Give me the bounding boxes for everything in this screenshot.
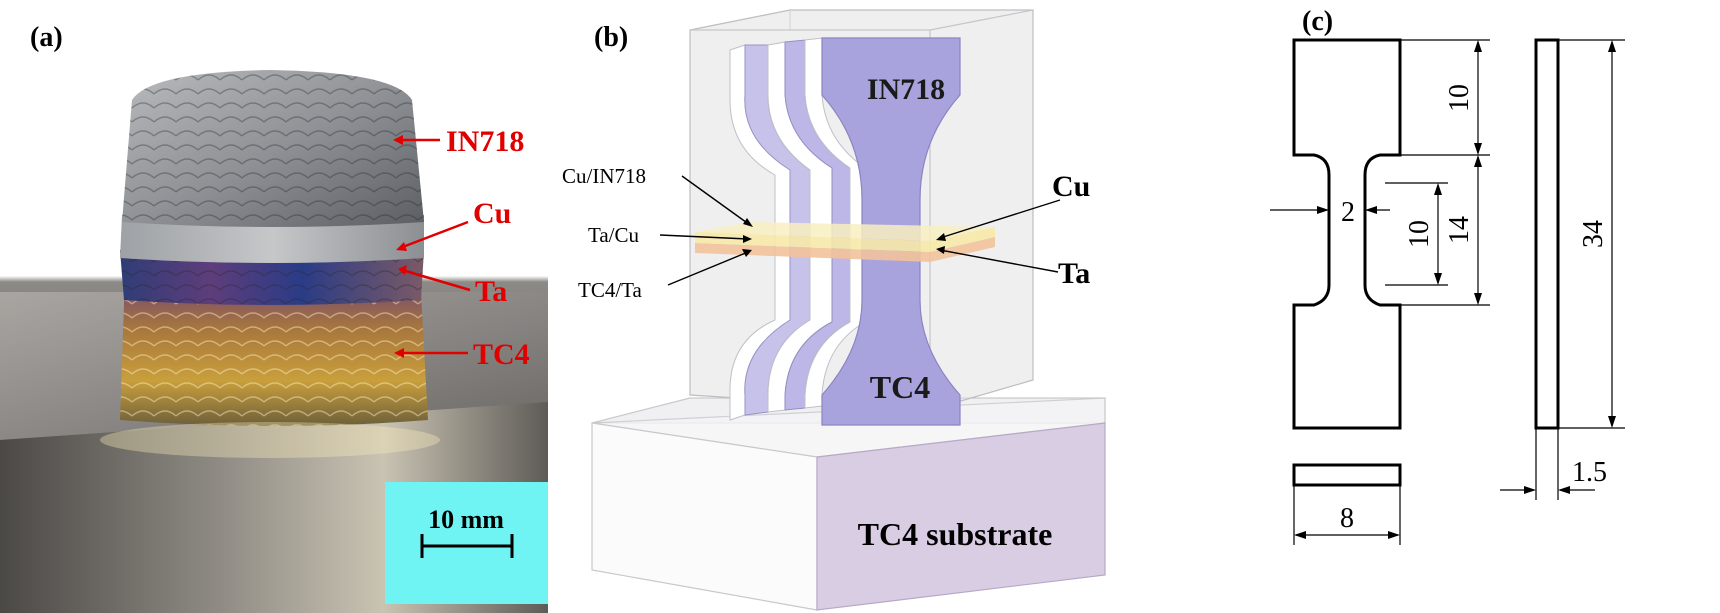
bottom-material-label: TC4 bbox=[870, 369, 930, 405]
panel-b-schematic: (b) TC4 substrate IN718 TC4 bbox=[562, 0, 1250, 613]
label-ta-cu: Ta/Cu bbox=[588, 223, 640, 247]
cross-section bbox=[1292, 463, 1402, 487]
label-ta: Ta bbox=[475, 275, 507, 308]
dim-thickness: 1.5 bbox=[1572, 457, 1607, 488]
panel-a-label: (a) bbox=[30, 22, 63, 53]
top-material-label: IN718 bbox=[867, 73, 945, 106]
panel-a-photo: (a) IN718 Cu Ta TC4 10 mm bbox=[0, 0, 600, 613]
substrate-label: TC4 substrate bbox=[858, 516, 1053, 552]
scale-bar: 10 mm bbox=[385, 482, 548, 604]
dim-width: 8 bbox=[1340, 503, 1354, 534]
dim-gauge-width: 2 bbox=[1341, 197, 1355, 228]
panel-c-label: (c) bbox=[1302, 6, 1333, 37]
dimension-arrows bbox=[1294, 40, 1616, 539]
interface-annotations: Cu/IN718 Ta/Cu TC4/Ta Cu Ta bbox=[562, 164, 1090, 302]
scale-bar-label: 10 mm bbox=[428, 505, 504, 534]
specimen-outline bbox=[1292, 38, 1402, 430]
dim-gauge-length: 10 bbox=[1404, 220, 1435, 248]
dimension-drawing: (c) bbox=[1270, 6, 1625, 545]
label-cu-in718: Cu/IN718 bbox=[562, 164, 646, 188]
schematic-illustration: (b) TC4 substrate IN718 TC4 bbox=[562, 9, 1106, 611]
dim-grip-length: 10 bbox=[1444, 84, 1475, 112]
label-tc4: TC4 bbox=[473, 338, 530, 371]
interlayers bbox=[695, 222, 995, 262]
substrate-block: TC4 substrate bbox=[591, 397, 1106, 611]
label-tc4-ta: TC4/Ta bbox=[578, 278, 643, 302]
label-cu-interlayer: Cu bbox=[1052, 170, 1090, 203]
dim-total-length: 34 bbox=[1578, 220, 1609, 248]
dim-reduced-section: 14 bbox=[1444, 216, 1475, 244]
panel-c-drawing: (c) bbox=[1250, 0, 1720, 613]
side-view bbox=[1534, 38, 1560, 430]
layer-annotations: IN718 Cu Ta TC4 bbox=[393, 125, 530, 371]
label-ta-interlayer: Ta bbox=[1058, 257, 1090, 290]
label-in718: IN718 bbox=[446, 125, 524, 158]
photo-illustration: (a) IN718 Cu Ta TC4 10 mm bbox=[0, 0, 548, 613]
panel-b-label: (b) bbox=[594, 22, 628, 53]
dimension-values: 10 14 2 10 34 8 1.5 bbox=[1340, 84, 1609, 534]
dimension-lines bbox=[1270, 39, 1625, 545]
label-cu: Cu bbox=[473, 197, 511, 230]
